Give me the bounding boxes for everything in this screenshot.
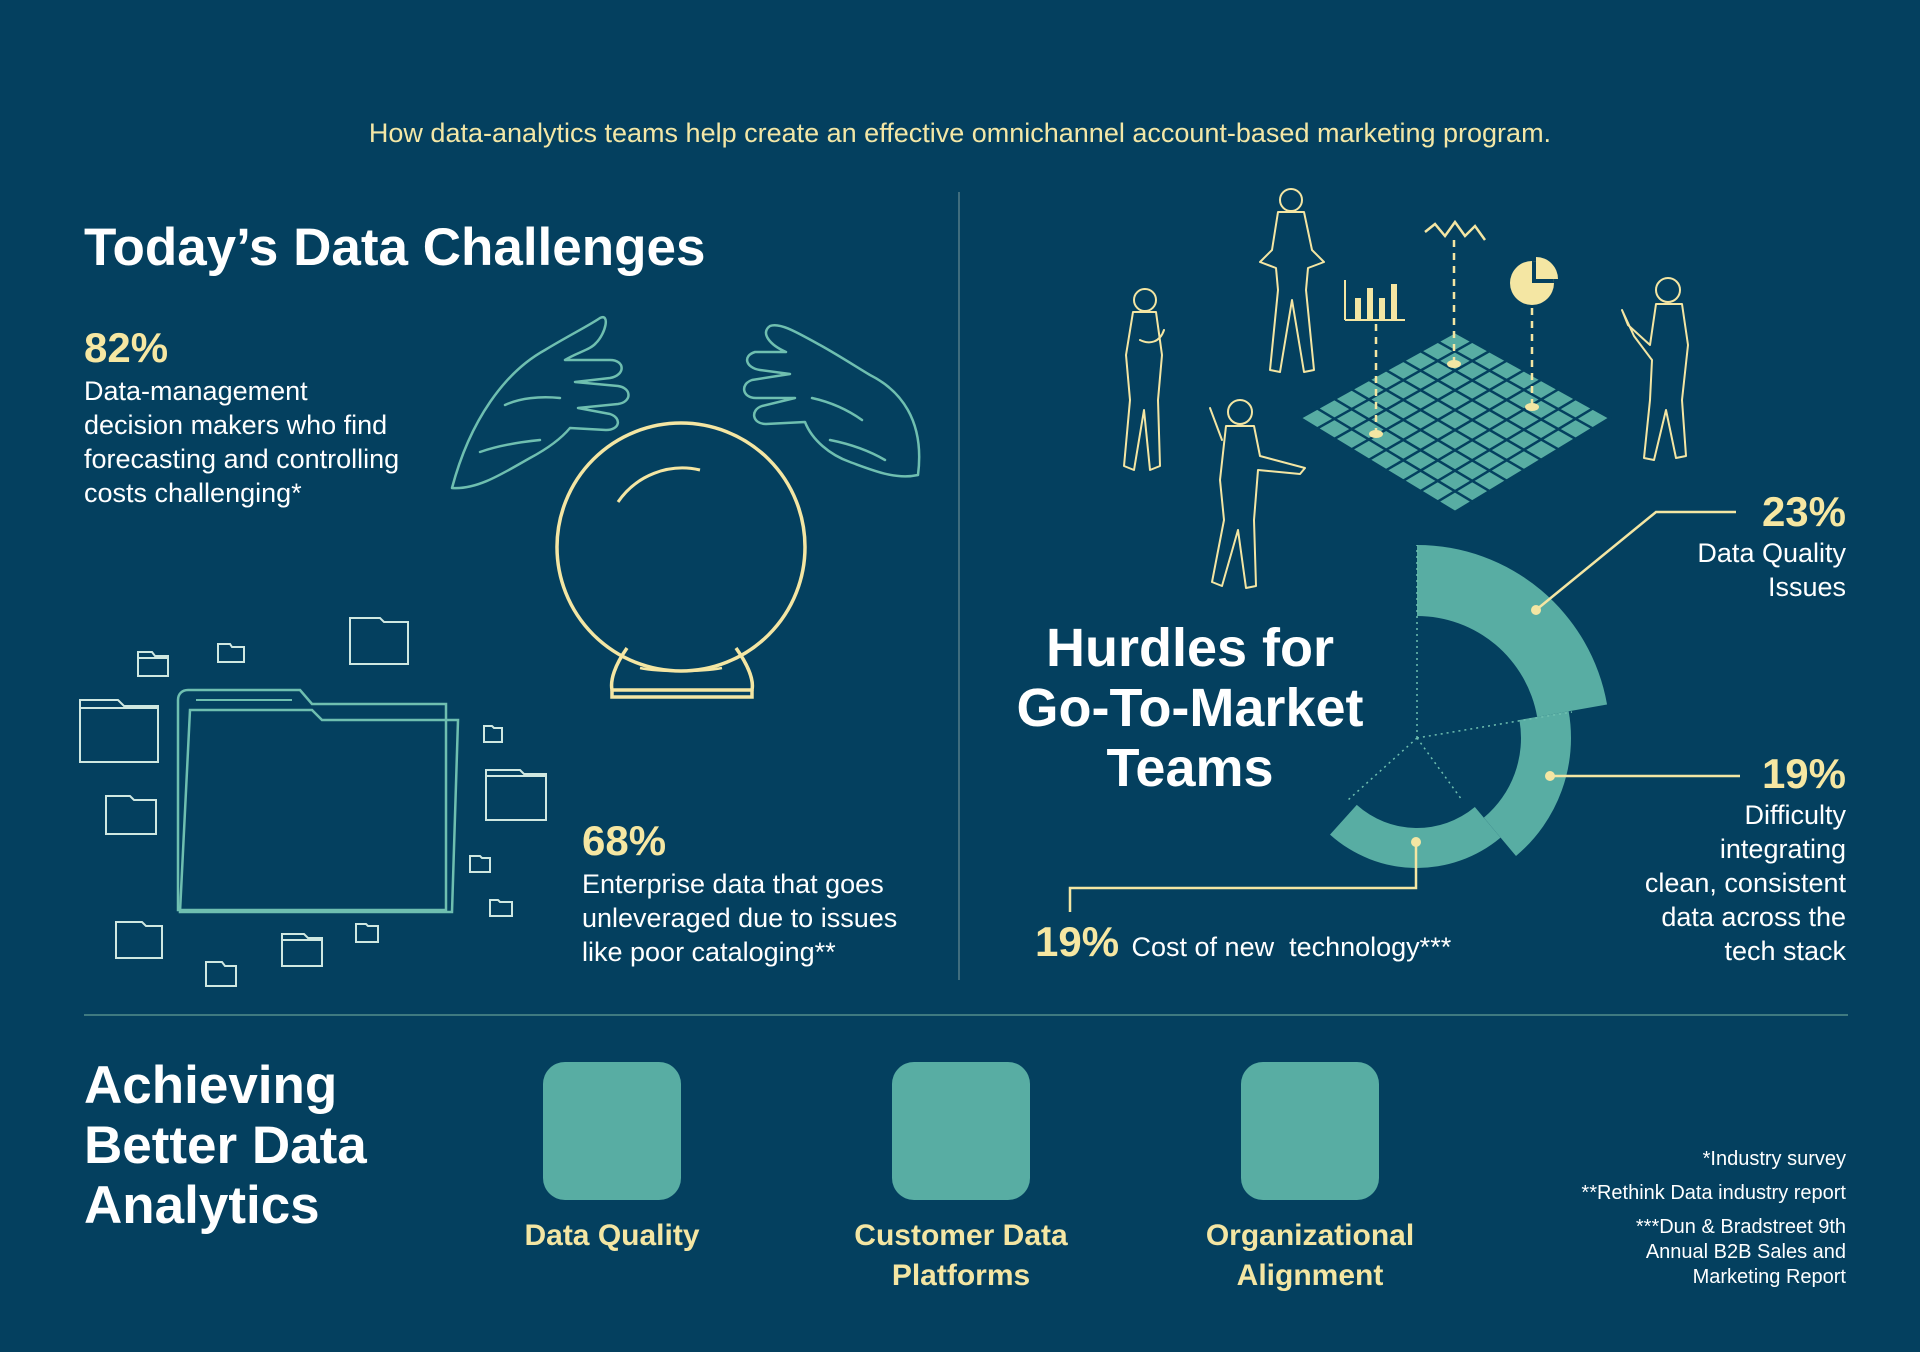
left-hand-icon [450,315,630,490]
callout-dots [1411,605,1555,847]
grid-line [1368,378,1525,472]
grid-line [1437,407,1594,503]
right-hand-icon [743,323,921,478]
horizontal-divider [84,1014,1848,1016]
callout-leaders [1068,510,1740,912]
grid-line [1351,388,1508,482]
grid-line [1316,407,1473,503]
vertical-divider [958,192,960,980]
grid-line [1316,340,1473,430]
hurdle-cost: 19% Cost of new technology*** [1035,918,1452,965]
dashed-connectors [1374,240,1534,432]
crystal-ball-icon [555,421,807,699]
hurdle-data-quality: 23% Data Quality Issues [1697,488,1846,602]
trend-line-icon [1424,219,1487,241]
grid-line [1402,359,1559,451]
arc-integration [1483,711,1571,856]
stat-82: 82% Data-management decision makers who … [84,324,399,510]
stat-68: 68% Enterprise data that goes unleverage… [582,817,897,969]
customer-data-platforms-tile [892,1062,1030,1200]
arc-data-quality [1417,545,1608,717]
person-icons [1123,188,1689,589]
arc-cost [1330,804,1501,868]
customer-data-platforms-label: Customer Data Platforms [854,1219,1068,1292]
data-quality-tile [543,1062,681,1200]
bar-chart-icon [1344,280,1405,321]
large-folder-icon [176,688,460,914]
grid-line [1368,369,1525,461]
achieving-title: Achieving Better Data Analytics [84,1056,367,1235]
grid-line [1419,350,1577,440]
footnotes: *Industry survey **Rethink Data industry… [1581,1148,1846,1288]
radius-guides [1347,545,1573,801]
grid-line [1437,340,1594,430]
grid-line [1385,369,1542,461]
stat-68-description: Enterprise data that goes unleveraged du… [582,869,898,967]
grid-line [1333,397,1491,493]
grid-line [1419,397,1577,493]
page-subtitle: How data-analytics teams help create an … [368,118,1552,148]
pie-chart-icon [1510,257,1558,305]
grid-line [1385,378,1542,472]
organizational-alignment-label: Organizational Alignment [1205,1219,1415,1292]
data-quality-label: Data Quality [524,1219,700,1252]
hurdle-integration: 19% Difficulty integrating clean, consis… [1644,750,1846,966]
organizational-alignment-tile [1241,1062,1379,1200]
small-folder-icons [79,617,547,987]
hurdles-title: Hurdles for Go-To-Market Teams [1016,618,1364,798]
stat-82-description: Data-management decision makers who find… [84,376,400,508]
grid-line [1333,350,1491,440]
stat-68-value: 68% [582,817,667,864]
challenges-title: Today’s Data Challenges [84,218,706,277]
grid-point-markers [1369,360,1539,438]
stat-82-value: 82% [84,324,169,371]
